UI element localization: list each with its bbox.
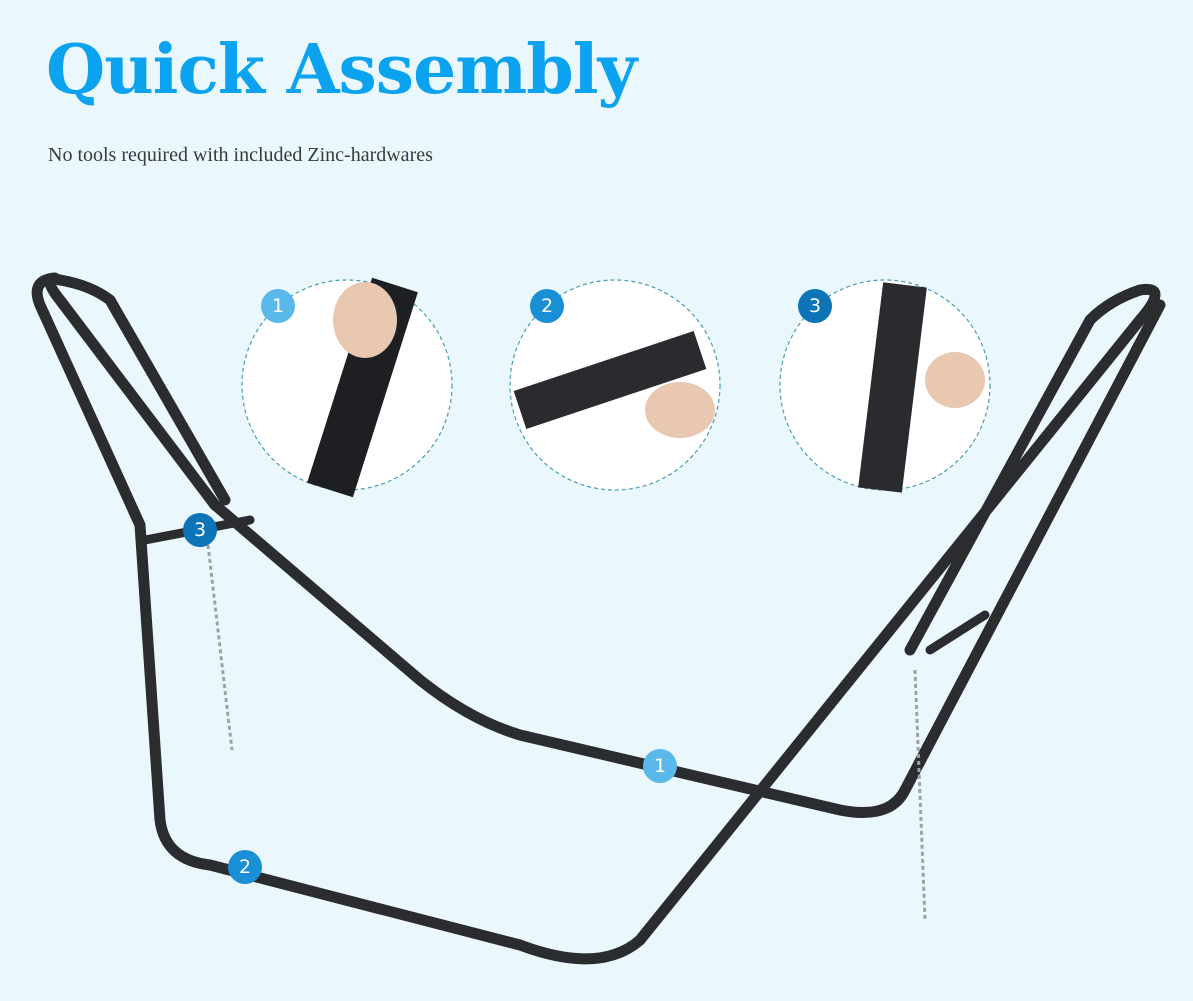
- hammock-stand-frame: [31, 272, 1166, 965]
- page-subtitle: No tools required with included Zinc-har…: [48, 144, 433, 166]
- frame-marker-1: 1: [643, 749, 677, 783]
- step-3-badge: 3: [798, 289, 832, 323]
- step-1-badge: 1: [261, 289, 295, 323]
- frame-marker-3: 3: [183, 513, 217, 547]
- step-2-badge: 2: [530, 289, 564, 323]
- page-title: Quick Assembly: [46, 30, 637, 110]
- detail-circles: [241, 277, 991, 498]
- hand-2: [645, 382, 715, 438]
- hand-3: [925, 352, 985, 408]
- frame-marker-2: 2: [228, 850, 262, 884]
- hand-1: [333, 282, 397, 358]
- hanging-chains: [206, 544, 927, 921]
- detail-tube-2: [513, 331, 707, 429]
- detail-tube-3: [858, 282, 927, 493]
